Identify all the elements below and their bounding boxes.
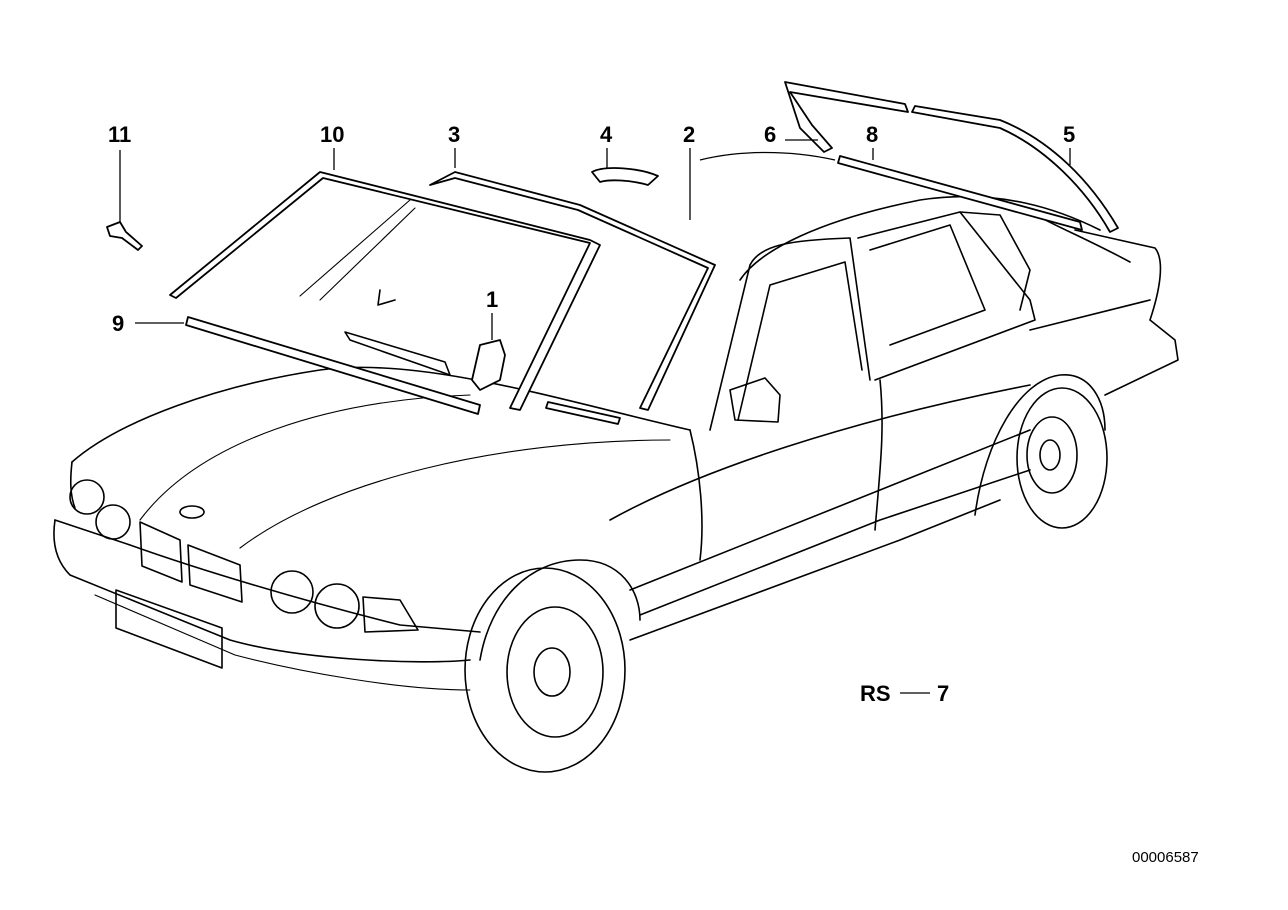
part-strip-8: [837, 155, 1083, 231]
reference-prefix: RS: [860, 681, 891, 706]
part-clip-11: [106, 221, 143, 251]
callout-9: 9: [112, 311, 124, 336]
part-sensor-1: [471, 339, 506, 391]
part-lower-trim: [545, 401, 621, 425]
callout-10: 10: [320, 122, 344, 147]
reference-number: 7: [937, 681, 949, 706]
part-rear-moulding-5: [911, 105, 1119, 233]
callout-11: 11: [108, 122, 131, 147]
callout-6: 6: [764, 122, 776, 147]
callout-2: 2: [683, 122, 695, 147]
part-roof-moulding-2: [429, 171, 716, 411]
callout-1: 1: [486, 287, 498, 312]
part-windshield-moulding: [169, 171, 601, 411]
part-cowl-moulding-9: [185, 316, 481, 415]
diagram-id: 00006587: [1132, 849, 1199, 866]
callout-4: 4: [600, 122, 613, 147]
callout-5: 5: [1063, 122, 1075, 147]
part-trim-6: [784, 81, 909, 153]
leader-lines: [119, 139, 1071, 694]
car-body-drawing: [53, 195, 1179, 773]
callout-8: 8: [866, 122, 878, 147]
callout-3: 3: [448, 122, 460, 147]
part-cover-4: [591, 167, 659, 186]
